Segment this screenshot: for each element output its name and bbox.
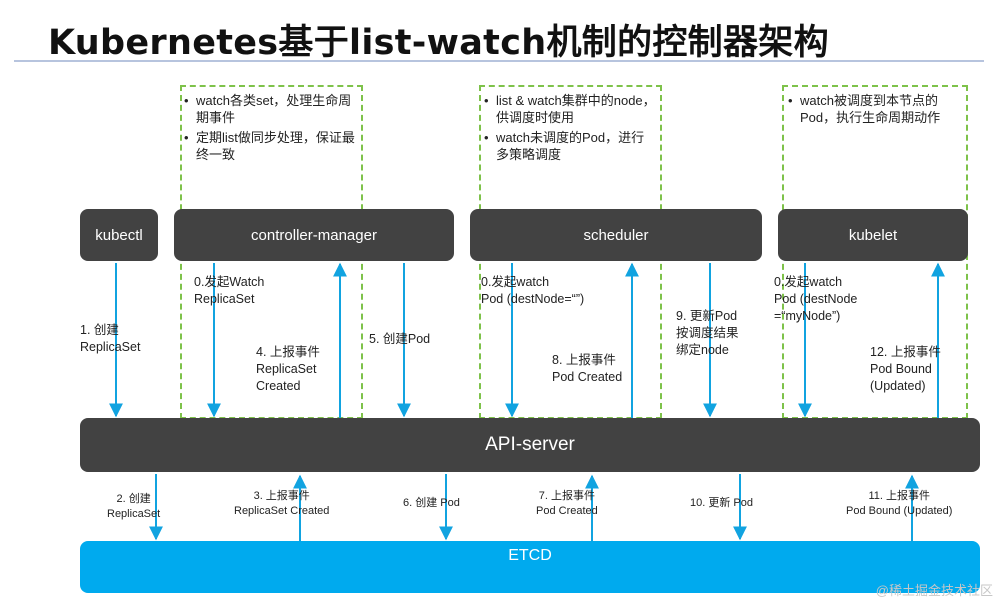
kubelet-notes: watch被调度到本节点的Pod，执行生命周期动作 xyxy=(788,92,960,126)
kubectl-box: kubectl xyxy=(80,209,158,261)
scheduler-notes: list & watch集群中的node，供调度时使用 watch未调度的Pod… xyxy=(484,92,656,163)
page-title: Kubernetes基于list-watch机制的控制器架构 xyxy=(48,23,829,63)
scheduler-box: scheduler xyxy=(470,209,762,261)
note-item: watch未调度的Pod，进行多策略调度 xyxy=(484,129,656,163)
etcd-box: ETCD xyxy=(80,541,980,593)
watermark: @稀土掘金技术社区 xyxy=(875,583,993,598)
label-step-10: 10. 更新 Pod xyxy=(690,497,753,509)
title-divider xyxy=(14,60,984,62)
controller-notes: watch各类set，处理生命周期事件 定期list做同步处理，保证最终一致 xyxy=(184,92,356,163)
kubelet-box: kubelet xyxy=(778,209,968,261)
api-server-box: API-server xyxy=(80,418,980,472)
label-step-5: 5. 创建Pod xyxy=(369,332,431,346)
note-item: watch被调度到本节点的Pod，执行生命周期动作 xyxy=(788,92,960,126)
note-item: 定期list做同步处理，保证最终一致 xyxy=(184,129,356,163)
note-item: list & watch集群中的node，供调度时使用 xyxy=(484,92,656,126)
controller-manager-box: controller-manager xyxy=(174,209,454,261)
label-step-6: 6. 创建 Pod xyxy=(403,497,460,509)
note-item: watch各类set，处理生命周期事件 xyxy=(184,92,356,126)
